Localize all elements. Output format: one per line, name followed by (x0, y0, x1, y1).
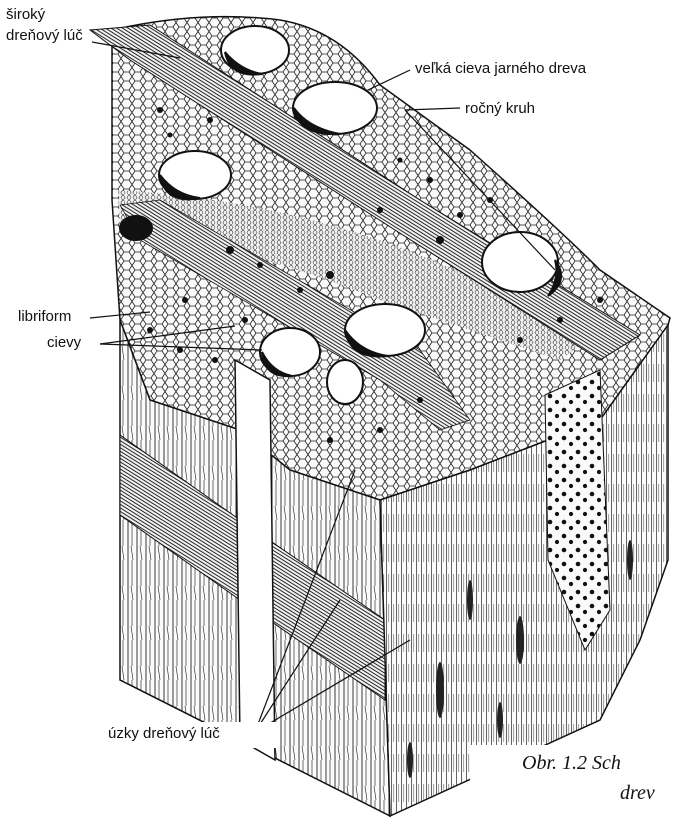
annual-ring-label: ročný kruh (465, 99, 535, 118)
wide-ray-label-line2: dreňový lúč (6, 26, 83, 45)
figure-caption-line1: Obr. 1.2 Sch (522, 752, 621, 775)
vessel-channel (235, 360, 275, 760)
vessels-label: cievy (47, 333, 81, 352)
figure-caption-line2: drev (620, 782, 655, 805)
narrow-ray-label: úzky dreňový lúč (108, 724, 220, 743)
wide-ray-label-line1: široký (6, 5, 45, 24)
libriform-label: libriform (18, 307, 71, 326)
large-vessel-label: veľká cieva jarného dreva (415, 59, 586, 78)
